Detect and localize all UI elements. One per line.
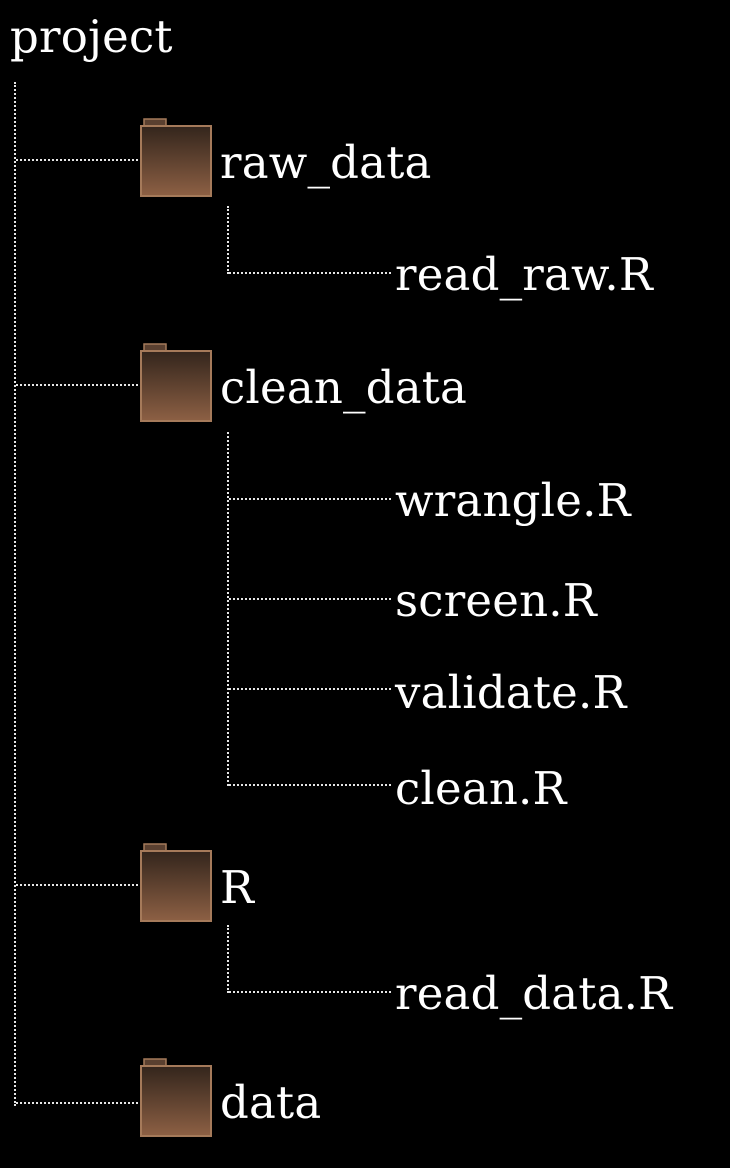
branch-connector xyxy=(229,272,391,274)
root-connector xyxy=(14,82,16,1106)
folder-icon xyxy=(140,843,212,923)
branch-connector xyxy=(16,384,138,386)
branch-connector xyxy=(229,598,391,600)
file-label: clean.R xyxy=(395,762,567,815)
branch-connector xyxy=(16,1102,138,1104)
file-label: read_data.R xyxy=(395,967,673,1020)
subtree-connector xyxy=(227,206,229,274)
file-label: wrangle.R xyxy=(395,474,631,527)
branch-connector xyxy=(229,688,391,690)
file-label: read_raw.R xyxy=(395,248,653,301)
folder-icon xyxy=(140,118,212,198)
branch-connector xyxy=(16,884,138,886)
branch-connector xyxy=(229,498,391,500)
subtree-connector xyxy=(227,432,229,786)
subtree-connector xyxy=(227,925,229,993)
folder-label: clean_data xyxy=(220,361,468,414)
branch-connector xyxy=(16,159,138,161)
branch-connector xyxy=(229,784,391,786)
file-label: screen.R xyxy=(395,574,597,627)
branch-connector xyxy=(229,991,391,993)
folder-label: data xyxy=(220,1076,322,1129)
folder-label: raw_data xyxy=(220,136,432,189)
folder-icon xyxy=(140,1058,212,1138)
file-label: validate.R xyxy=(395,666,627,719)
root-folder-label[interactable]: project xyxy=(10,10,173,63)
folder-icon xyxy=(140,343,212,423)
folder-label: R xyxy=(220,861,255,914)
